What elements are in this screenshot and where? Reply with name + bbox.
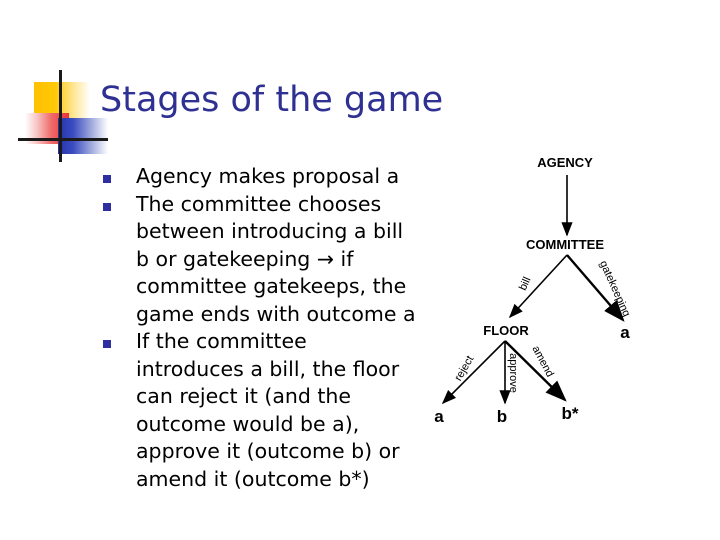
edge-committee-gatekeeping [566,254,625,322]
edge-label-approve: approve [507,353,519,393]
node-floor: FLOOR [483,323,529,338]
list-item-text: Agency makes proposal a [136,164,400,188]
node-outcome-b-approve: b [497,407,507,426]
list-item-text: The committee chooses between introducin… [136,191,416,326]
edge-floor-amend [504,340,567,402]
edge-committee-floor [508,254,568,319]
slide-decoration [18,70,108,162]
node-outcome-bstar-amend: b* [562,404,579,423]
bullet-list: Agency makes proposal a The committee ch… [96,163,421,493]
node-outcome-a-gatekeeping: a [620,323,630,342]
list-item: The committee chooses between introducin… [96,191,421,329]
edge-label-bill: bill [517,275,533,292]
game-tree-diagram: AGENCY COMMITTEE FLOOR a a b b* bill gat… [410,145,720,445]
deco-vertical-line [59,70,62,162]
bullet-square-icon [103,340,111,348]
edge-label-amend: amend [529,344,555,379]
page-title: Stages of the game [100,80,444,120]
list-item-text: If the committee introduces a bill, the … [136,329,400,491]
deco-blue-square [58,118,108,154]
bullet-square-icon [103,175,111,183]
list-item: Agency makes proposal a [96,163,421,191]
node-outcome-a-reject: a [434,407,444,426]
deco-horizontal-line [18,138,108,141]
edge-floor-reject [441,340,506,405]
deco-yellow-square [34,82,90,118]
list-item: If the committee introduces a bill, the … [96,328,421,493]
node-committee: COMMITTEE [526,237,604,252]
bullet-square-icon [103,202,111,211]
node-agency: AGENCY [537,155,593,170]
edge-label-reject: reject [452,354,476,383]
